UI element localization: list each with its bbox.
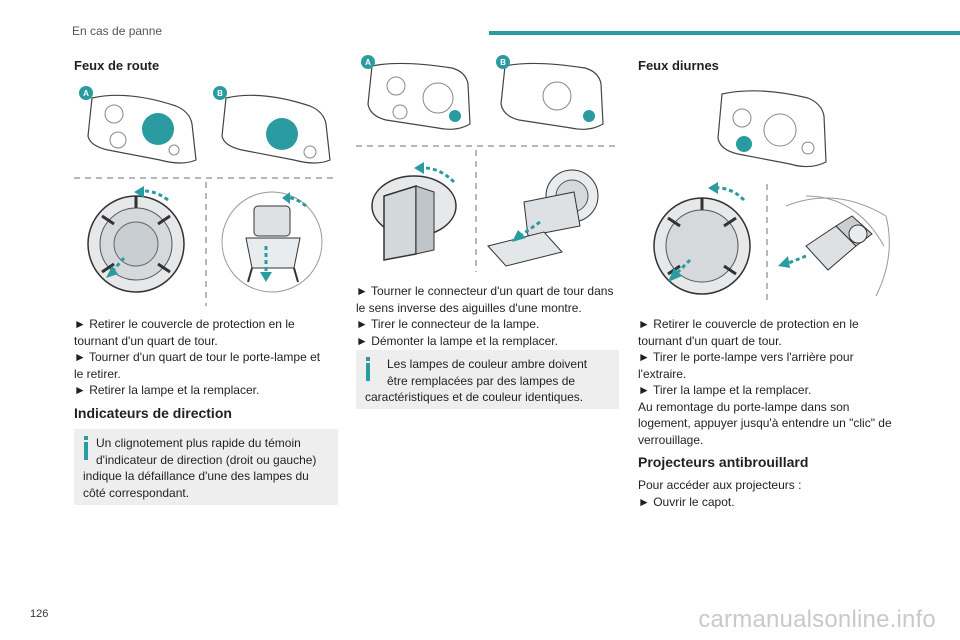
drl-holder-illustration — [778, 195, 890, 297]
info-note-amber: Les lampes de couleur ambre doivent être… — [356, 350, 619, 409]
step-line: ► Tourner le connecteur d'un quart de to… — [356, 284, 614, 298]
note-line: caractéristiques et de couleur identique… — [365, 390, 584, 404]
note-line: côté correspondant. — [83, 485, 190, 500]
connector-illustration — [371, 162, 457, 261]
header-accent-bar — [489, 31, 960, 35]
step-line: ► Retirer le couvercle de protection en … — [74, 317, 295, 331]
label-a: A — [83, 89, 89, 98]
title-indicateurs: Indicateurs de direction — [74, 405, 232, 421]
title-projecteurs-antibrouillard: Projecteurs antibrouillard — [638, 454, 809, 470]
step-line: ► Tourner d'un quart de tour le porte-la… — [74, 350, 321, 364]
step-line: ► Retirer la lampe et la remplacer. — [74, 383, 260, 397]
section-header: En cas de panne — [72, 24, 163, 38]
step-line: logement, appuyer jusqu'à entendre un "c… — [638, 416, 892, 430]
info-icon — [366, 357, 370, 381]
label-a: A — [365, 58, 371, 67]
label-b: B — [217, 89, 223, 98]
step-line: l'extraire. — [638, 366, 687, 381]
step-line: le sens inverse des aiguilles d'une mont… — [356, 300, 582, 315]
note-line: Un clignotement plus rapide du témoin — [96, 436, 301, 450]
col2-steps: ► Tourner le connecteur d'un quart de to… — [356, 283, 613, 349]
headlamp-b-illustration: B — [213, 86, 331, 164]
headlamp-a-illustration: A — [361, 55, 471, 130]
protective-cover-illustration — [87, 186, 185, 293]
step-line: ► Retirer le couvercle de protection en … — [638, 317, 859, 331]
col3-steps: ► Retirer le couvercle de protection en … — [638, 316, 892, 448]
lamp-removal-illustration — [487, 169, 599, 267]
label-b: B — [500, 58, 506, 67]
title-feux-diurnes: Feux diurnes — [638, 58, 719, 73]
title-feux-de-route: Feux de route — [74, 58, 160, 73]
step-line: ► Tirer le connecteur de la lampe. — [356, 317, 540, 331]
dashed-separators — [74, 177, 338, 306]
step-line: verrouillage. — [638, 432, 704, 447]
bulb-holder-illustration — [221, 191, 323, 293]
step-line: ► Ouvrir le capot. — [638, 494, 735, 509]
step-line: ► Tirer le porte-lampe vers l'arrière po… — [638, 350, 854, 364]
drl-cover-illustration — [653, 182, 751, 295]
dashed-separators — [766, 184, 768, 304]
step-line: tournant d'un quart de tour. — [638, 333, 782, 348]
step-line: le retirer. — [74, 366, 121, 381]
headlamp-a-illustration: A — [79, 86, 197, 164]
step-line: ► Tirer la lampe et la remplacer. — [638, 383, 812, 397]
col1-steps: ► Retirer le couvercle de protection en … — [74, 316, 320, 399]
col3-fog-steps: Pour accéder aux projecteurs : ► Ouvrir … — [638, 477, 801, 510]
step-line: tournant d'un quart de tour. — [74, 333, 218, 348]
headlamp-drl-illustration — [717, 90, 827, 168]
info-icon — [84, 436, 88, 460]
note-line: indique la défaillance d'une des lampes … — [83, 469, 309, 483]
info-note-indicators: Un clignotement plus rapide du témoin d'… — [74, 429, 338, 505]
step-line: Au remontage du porte-lampe dans son — [638, 399, 850, 414]
step-line: ► Démonter la lampe et la remplacer. — [356, 333, 558, 348]
note-line: d'indicateur de direction (droit ou gauc… — [96, 452, 317, 467]
headlamp-b-illustration: B — [496, 55, 604, 130]
page-number: 126 — [30, 608, 49, 620]
watermark: carmanualsonline.info — [698, 606, 936, 633]
step-line: Pour accéder aux projecteurs : — [638, 478, 802, 492]
dashed-separators — [356, 145, 620, 272]
note-line: être remplacées par des lampes de — [387, 373, 576, 388]
note-line: Les lampes de couleur ambre doivent — [387, 357, 588, 371]
